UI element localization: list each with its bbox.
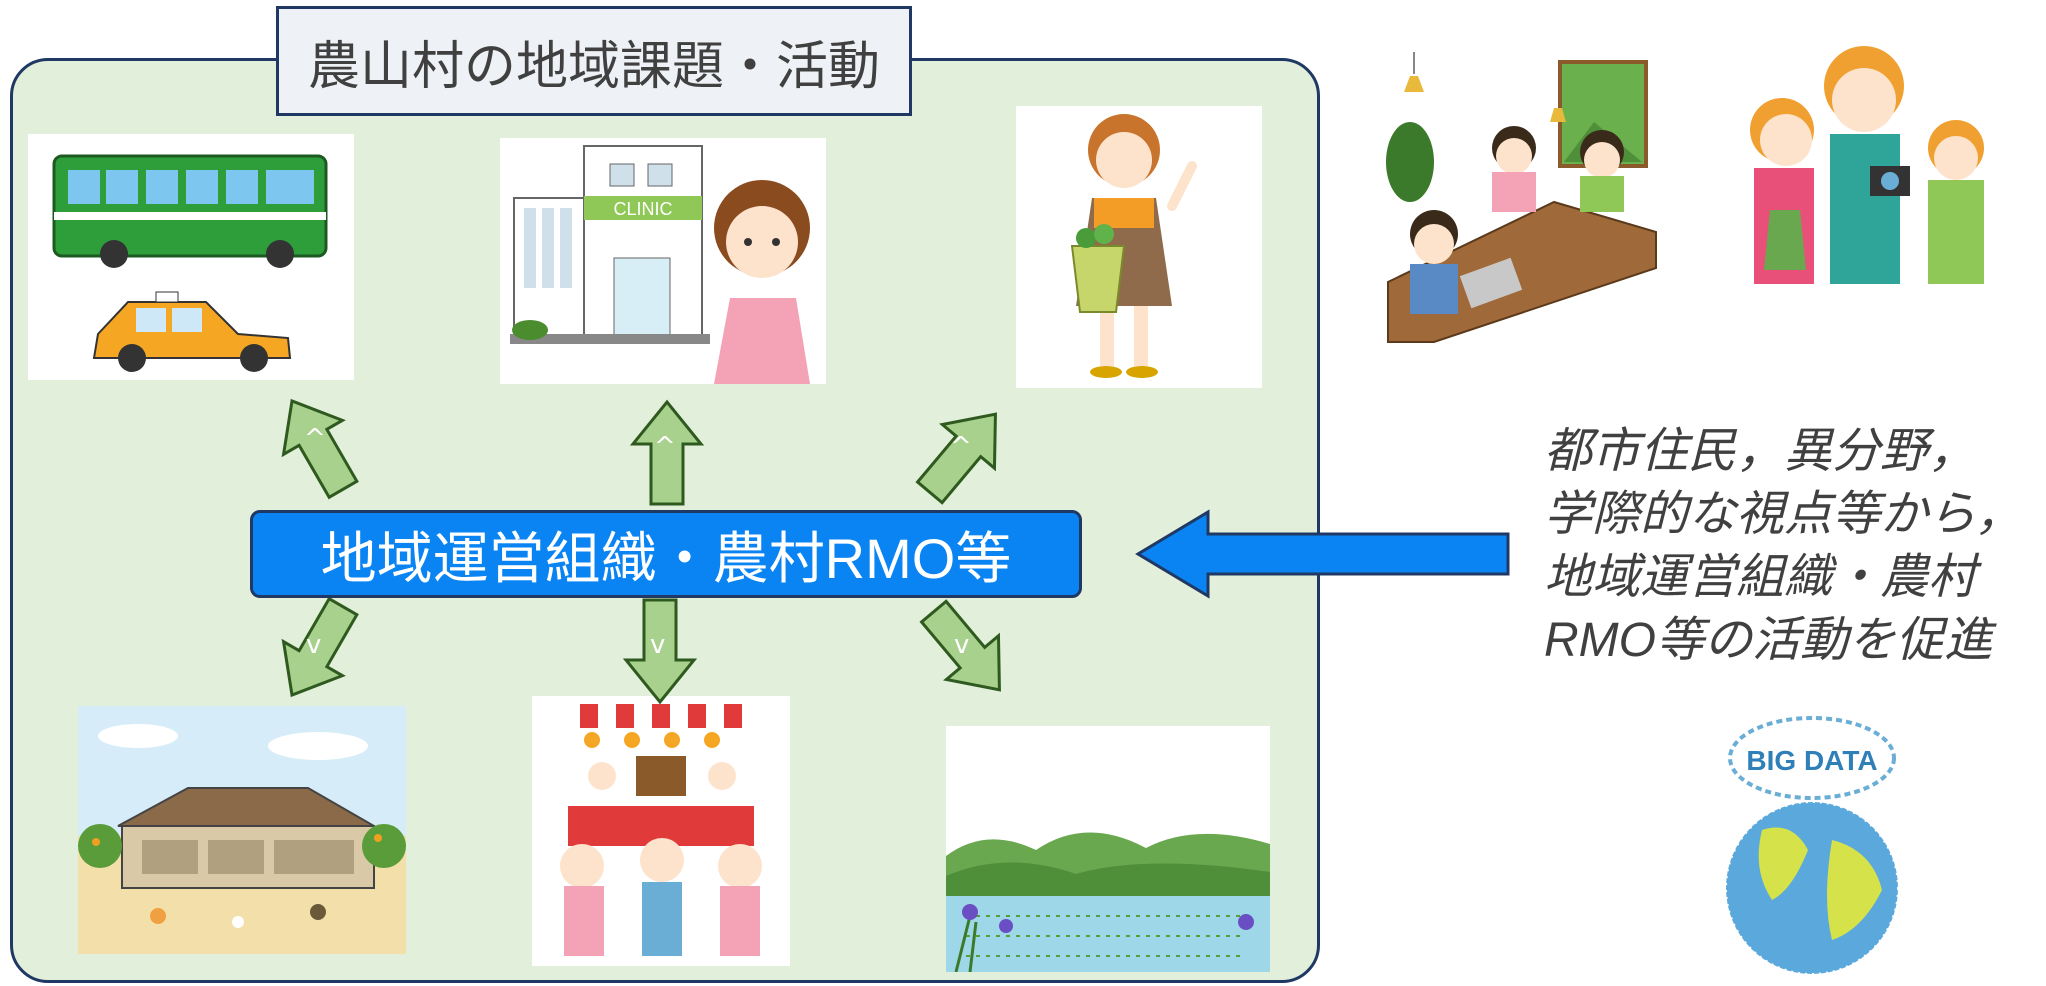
arrow-up-right	[915, 412, 997, 505]
festival-illustration	[532, 696, 790, 966]
side-description: 都市住民，異分野， 学際的な視点等から， 地域運営組織・農村 RMO等の活動を促…	[1544, 420, 2044, 672]
clinic-sign: CLINIC	[613, 199, 672, 219]
shopper-illustration	[1016, 106, 1262, 388]
hub-label: 地域運営組織・農村RMO等	[320, 526, 1012, 590]
arrow-mark-down-right: v	[954, 630, 970, 660]
side-text-line: 都市住民，異分野，	[1544, 425, 1977, 478]
arrow-mark-up-left: ^	[304, 424, 326, 454]
farmhouse-illustration	[78, 706, 406, 954]
clinic-and-nurse-illustration: CLINIC	[500, 138, 826, 384]
side-text-line: RMO等の活動を促進	[1544, 614, 1992, 667]
arrow-down-left	[281, 596, 359, 698]
panel-title-text: 農山村の地域課題・活動	[307, 36, 880, 97]
rice-field-landscape-illustration	[946, 726, 1270, 972]
arrow-up-left	[281, 398, 359, 500]
arrow-mark-down-left: v	[306, 630, 322, 660]
panel-title: 農山村の地域課題・活動	[276, 6, 912, 116]
meeting-illustration	[1374, 52, 1660, 346]
big-data-globe-illustration: BIG DATA	[1712, 700, 1912, 980]
arrow-mark-down-center: v	[650, 630, 666, 660]
arrow-into-panel	[1135, 509, 1510, 599]
bus-and-taxi-illustration	[28, 134, 354, 380]
arrow-up-center	[629, 399, 705, 506]
arrow-down-right	[919, 599, 1001, 692]
side-text-line: 地域運営組織・農村	[1544, 551, 1977, 604]
arrow-mark-up-center: ^	[654, 432, 676, 462]
regional-organization-hub: 地域運営組織・農村RMO等	[250, 510, 1082, 598]
arrow-mark-up-right: ^	[950, 432, 972, 462]
tourists-illustration	[1730, 40, 2004, 284]
arrow-down-center	[622, 598, 698, 705]
big-data-label: BIG DATA	[1746, 745, 1877, 776]
side-text-line: 学際的な視点等から，	[1544, 488, 2023, 541]
